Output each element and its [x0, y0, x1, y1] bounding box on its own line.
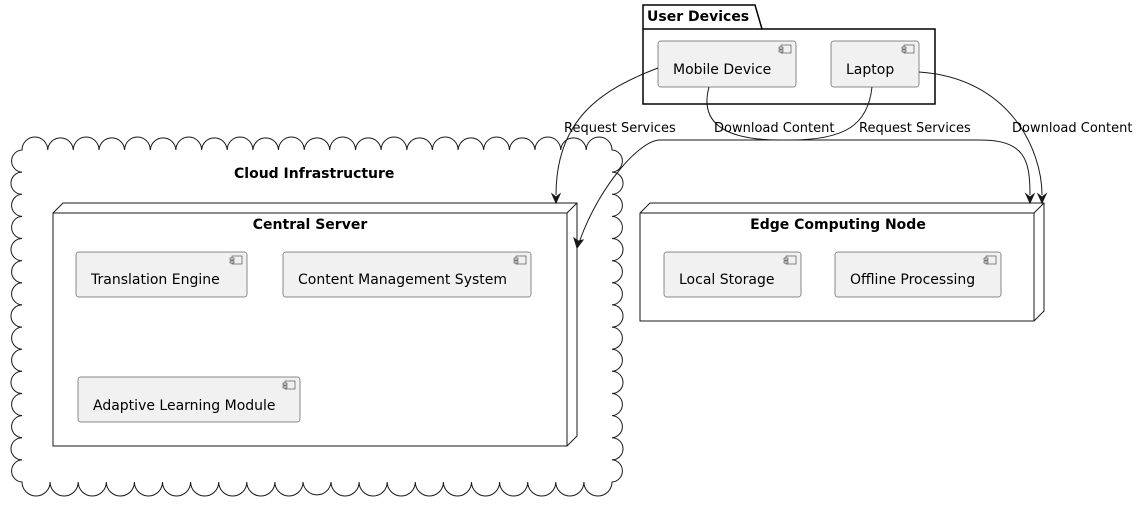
- component-label: Laptop: [846, 62, 894, 78]
- package-title: User Devices: [647, 9, 749, 25]
- edge-mobile-to-central: Request Services: [550, 67, 676, 205]
- component-label: Translation Engine: [90, 272, 220, 288]
- component-label: Local Storage: [679, 272, 775, 288]
- component-offline-processing[interactable]: Offline Processing: [834, 251, 1002, 298]
- component-translation-engine[interactable]: Translation Engine: [75, 251, 248, 298]
- component-local-storage[interactable]: Local Storage: [663, 251, 802, 298]
- node-title: Central Server: [253, 217, 368, 233]
- edge-laptop-to-edge: Download Content: [918, 71, 1132, 205]
- component-laptop[interactable]: Laptop: [830, 40, 920, 88]
- cloud-title: Cloud Infrastructure: [234, 166, 394, 182]
- component-icon: [513, 255, 527, 265]
- component-icon: [783, 255, 797, 265]
- component-label: Content Management System: [298, 272, 507, 288]
- edge-label: Request Services: [564, 121, 676, 136]
- edge-label: Download Content: [1012, 121, 1132, 136]
- component-content-management-system[interactable]: Content Management System: [282, 251, 532, 298]
- edge-laptop-to-central: Request Services: [573, 86, 971, 250]
- component-icon: [229, 255, 243, 265]
- component-icon: [983, 255, 997, 265]
- component-label: Mobile Device: [673, 62, 771, 78]
- component-label: Offline Processing: [850, 272, 975, 288]
- component-adaptive-learning-module[interactable]: Adaptive Learning Module: [77, 376, 301, 423]
- node-title: Edge Computing Node: [750, 217, 926, 233]
- component-icon: [778, 44, 792, 54]
- component-label: Adaptive Learning Module: [93, 398, 276, 414]
- component-icon: [282, 380, 296, 390]
- edge-label: Download Content: [714, 121, 834, 136]
- edge-label: Request Services: [859, 121, 971, 136]
- component-mobile-device[interactable]: Mobile Device: [657, 40, 797, 88]
- component-icon: [901, 44, 915, 54]
